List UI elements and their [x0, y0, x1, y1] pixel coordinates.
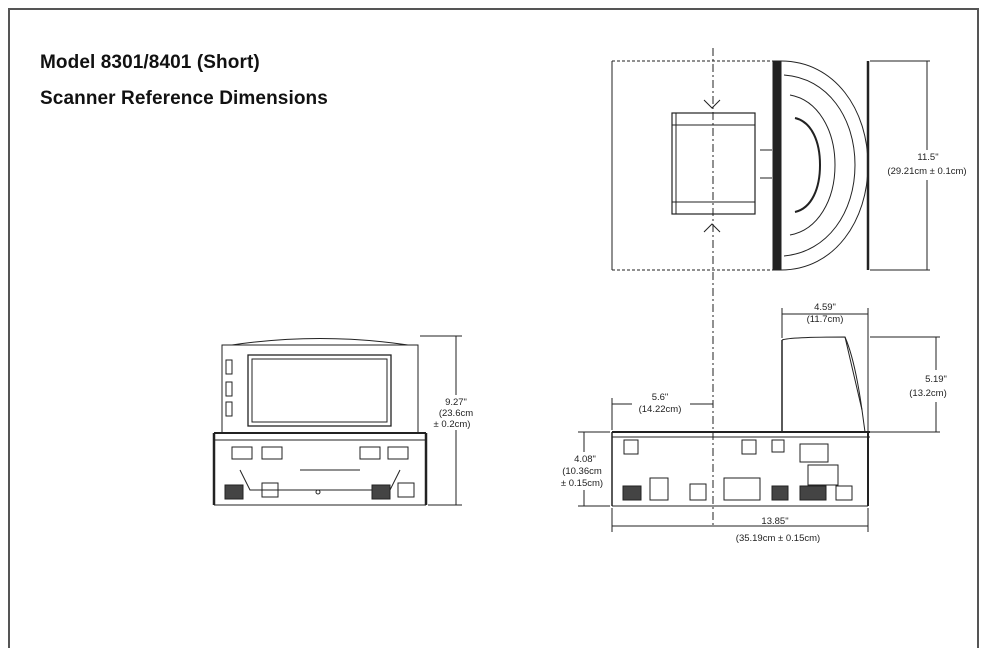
overall-length-label: 13.85" — [761, 516, 788, 527]
document-frame — [8, 8, 979, 648]
top-depth-label: 11.5" — [917, 152, 938, 163]
tower-width-metric: (11.7cm) — [807, 314, 844, 325]
page-title: Model 8301/8401 (Short) — [40, 52, 260, 73]
offset-metric: (14.22cm) — [639, 404, 682, 415]
base-height-metric: (10.36cm — [562, 466, 602, 477]
top-view — [611, 60, 930, 271]
top-depth-metric: (29.21cm ± 0.1cm) — [887, 166, 966, 177]
base-height-label: 4.08" — [574, 454, 596, 465]
overall-length-metric: (35.19cm ± 0.15cm) — [736, 533, 820, 544]
front-height-tolerance: ± 0.2cm) — [434, 419, 471, 430]
front-height-label: 9.27" — [445, 397, 467, 408]
tower-height-label: 5.19" — [925, 374, 947, 385]
page-subtitle: Scanner Reference Dimensions — [40, 88, 328, 109]
base-height-tolerance: ± 0.15cm) — [561, 478, 603, 489]
side-view — [578, 308, 940, 532]
dimension-drawing: 11.5" (29.21cm ± 0.1cm) 9.27" (23.6cm ± … — [212, 48, 967, 544]
front-height-metric: (23.6cm — [439, 408, 473, 419]
tower-width-label: 4.59" — [814, 302, 836, 313]
tower-height-metric: (13.2cm) — [909, 388, 946, 399]
offset-label: 5.6" — [652, 392, 669, 403]
front-view — [212, 335, 462, 506]
